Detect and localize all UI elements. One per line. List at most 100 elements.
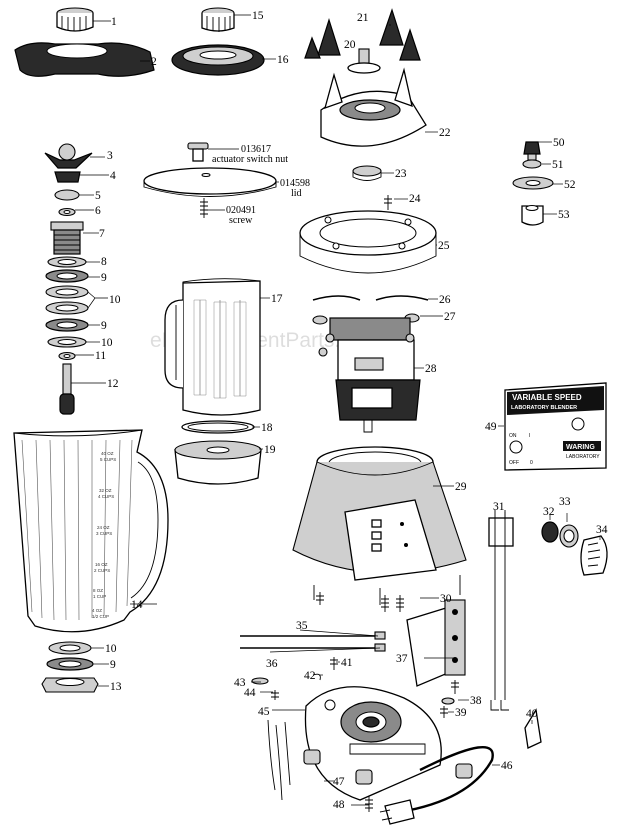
part-number: 19 — [264, 444, 276, 456]
top-small-parts — [512, 141, 554, 226]
housing — [292, 446, 467, 605]
nameplate-on-mark: I — [529, 433, 530, 439]
container-cap — [201, 7, 235, 32]
scale-text: 4 OZ — [92, 608, 102, 613]
part-number: 6 — [95, 205, 101, 217]
part-number: 1 — [111, 16, 117, 28]
part-number: 10 — [105, 643, 117, 655]
small-screws — [251, 657, 459, 812]
shaft — [59, 363, 75, 415]
container-base-parts — [174, 420, 262, 485]
part-number: 16 — [277, 54, 289, 66]
part-number: 52 — [564, 179, 576, 191]
part-number: 35 — [296, 620, 308, 632]
bearing — [352, 165, 382, 181]
leader-lines — [71, 14, 601, 806]
part-number: 46 — [501, 760, 513, 772]
jar-volume-scale: 40 OZ 5 CUPS 32 OZ 4 CUPS 24 OZ 3 CUPS 1… — [92, 451, 116, 619]
part-number: 11 — [95, 350, 106, 362]
container-lid-gasket — [171, 44, 265, 76]
scale-text: 1 CUP — [93, 594, 106, 599]
scale-text: 5 CUPS — [100, 457, 116, 462]
scale-text: 24 OZ — [97, 525, 110, 530]
part-number: 53 — [558, 209, 570, 221]
screw-name: screw — [229, 215, 253, 226]
part-number: 30 — [440, 593, 452, 605]
part-number: 50 — [553, 137, 565, 149]
washer-stack — [45, 256, 89, 361]
lid-gasket — [14, 42, 155, 77]
nameplate-off: OFF — [509, 460, 519, 466]
coupling — [347, 48, 381, 74]
control-board — [406, 599, 466, 687]
part-number: 51 — [552, 159, 564, 171]
part-number: 22 — [439, 127, 451, 139]
part-number: 2 — [151, 56, 157, 68]
part-number: 10 — [109, 294, 121, 306]
part-number: 4 — [110, 170, 116, 182]
motor — [318, 317, 421, 433]
part-number: 41 — [341, 657, 353, 669]
power-cord — [379, 745, 494, 825]
part-number: 37 — [396, 653, 408, 665]
part-number: 43 — [234, 677, 246, 689]
part-number: 9 — [110, 659, 116, 671]
part-number: 20 — [344, 39, 356, 51]
nameplate-on: ON — [509, 433, 517, 439]
scale-text: 2 CUPS — [94, 568, 110, 573]
part-number: 36 — [266, 658, 278, 670]
nameplate-subtitle: LABORATORY BLENDER — [511, 405, 577, 411]
part-number: 8 — [101, 256, 107, 268]
part-number: 29 — [455, 481, 467, 493]
lid-name: lid — [291, 188, 302, 199]
scale-text: 40 OZ — [101, 451, 114, 456]
part-number: 25 — [438, 240, 450, 252]
part-number: 48 — [333, 799, 345, 811]
part-number: 33 — [559, 496, 571, 508]
lid-code: 014598 — [280, 178, 310, 189]
bottom-plate — [304, 686, 442, 801]
part-number: 32 — [543, 506, 555, 518]
part-number: 27 — [444, 311, 456, 323]
part-number: 23 — [395, 168, 407, 180]
glass-jar — [13, 429, 169, 633]
nameplate-brand: WARING — [566, 444, 595, 451]
part-number: 14 — [131, 599, 143, 611]
wire-connector — [524, 708, 542, 749]
part-number: 12 — [107, 378, 119, 390]
nameplate-title: VARIABLE SPEED — [512, 393, 582, 402]
blade-assembly — [44, 143, 93, 255]
part-number: 40 — [526, 708, 538, 720]
part-number: 17 — [271, 293, 283, 305]
jar-base-parts — [41, 641, 99, 693]
rubber-feet — [267, 719, 473, 801]
scale-text: 16 OZ — [95, 562, 108, 567]
pad — [320, 67, 427, 147]
switch-assembly — [488, 510, 608, 711]
part-number: 18 — [261, 422, 273, 434]
scale-text: 1/2 CUP — [92, 614, 109, 619]
feet-screws — [316, 592, 404, 612]
lid — [143, 142, 277, 218]
part-number: 21 — [357, 12, 369, 24]
part-number: 31 — [493, 501, 505, 513]
screw-code: 020491 — [226, 205, 256, 216]
part-number: 9 — [101, 320, 107, 332]
base-plate — [299, 195, 437, 274]
part-number: 44 — [244, 687, 256, 699]
part-number: 5 — [95, 190, 101, 202]
part-number: 45 — [258, 706, 270, 718]
scale-text: 32 OZ — [99, 488, 112, 493]
part-number: 39 — [455, 707, 467, 719]
lid-captions: 013617 actuator switch nut 014598 lid 02… — [212, 144, 310, 226]
actuator-nut-code: 013617 — [241, 144, 271, 155]
part-number: 28 — [425, 363, 437, 375]
part-number: 47 — [333, 776, 345, 788]
scale-text: 3 CUPS — [96, 531, 112, 536]
scale-text: 4 CUPS — [98, 494, 114, 499]
part-number: 3 — [107, 150, 113, 162]
lid-cap — [56, 7, 94, 32]
part-number: 9 — [101, 272, 107, 284]
nameplate-off-mark: 0 — [530, 460, 533, 466]
